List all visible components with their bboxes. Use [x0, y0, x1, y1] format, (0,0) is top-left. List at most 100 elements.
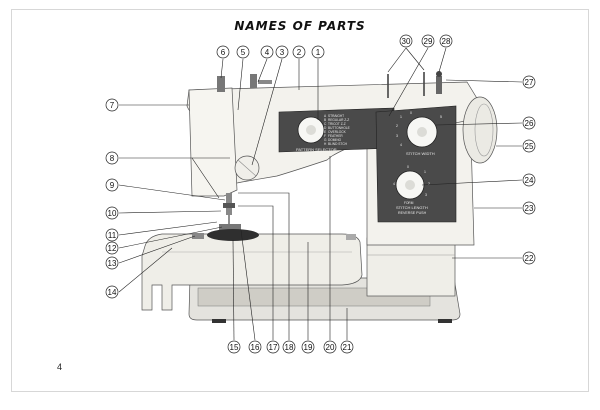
handwheel [462, 96, 498, 164]
tension-knob [250, 74, 257, 88]
svg-text:13: 13 [108, 259, 117, 268]
leader-lines [118, 47, 523, 341]
pattern-letter: D [324, 126, 327, 130]
svg-text:17: 17 [269, 343, 278, 352]
callout-18: 18 [282, 340, 296, 354]
width-dial-digit: 2 [396, 124, 398, 128]
svg-text:16: 16 [251, 343, 260, 352]
leader-10 [118, 210, 222, 214]
svg-text:30: 30 [402, 37, 411, 46]
svg-text:28: 28 [442, 37, 451, 46]
length-dial-digit: 4 [393, 182, 395, 186]
stitch-length-dial-hub [405, 180, 415, 190]
svg-text:2: 2 [297, 48, 302, 57]
pattern-selector-label: PATTERN SELECTOR [296, 147, 337, 152]
stitch-panel-text: STITCH WIDTH 0 1 2 3 4 5 0 1 2 3 4 FORM … [393, 111, 442, 215]
thread-guide-bar [258, 80, 272, 84]
leader-28 [438, 47, 447, 73]
pattern-letter: F [324, 134, 326, 138]
svg-text:20: 20 [326, 343, 335, 352]
callout-22: 22 [522, 251, 536, 265]
svg-text:14: 14 [108, 288, 117, 297]
svg-text:8: 8 [110, 154, 115, 163]
pattern-list-item: BUTTONHOLE [328, 126, 350, 130]
leader-30a [387, 47, 407, 73]
stitch-width-dial-hub [417, 127, 427, 137]
svg-text:12: 12 [108, 244, 117, 253]
svg-text:24: 24 [525, 176, 534, 185]
stitch-length-top-label: FORM [404, 201, 414, 205]
sewing-machine-illustration [141, 71, 498, 323]
tension-dial-mark [237, 159, 257, 177]
thread-guide-top [217, 76, 225, 92]
leader-13 [118, 235, 196, 264]
svg-text:26: 26 [525, 119, 534, 128]
pattern-list-item: OVERLOCK [328, 130, 347, 134]
callout-20: 20 [323, 340, 337, 354]
callout-10: 10 [105, 206, 119, 220]
callout-17: 17 [266, 340, 280, 354]
leader-27 [445, 79, 523, 83]
callout-6: 6 [216, 45, 230, 59]
length-dial-digit: 3 [425, 193, 427, 197]
leader-26 [435, 122, 523, 126]
leader-15 [232, 239, 235, 341]
leader-4 [257, 58, 268, 83]
svg-text:11: 11 [108, 231, 117, 240]
callout-11: 11 [105, 228, 119, 242]
width-dial-digit: 1 [400, 115, 402, 119]
pattern-list-item: STRAIGHT [328, 114, 344, 118]
pattern-letter: E [324, 130, 326, 134]
callout-2: 2 [292, 45, 306, 59]
needle-clamp [223, 203, 235, 208]
presser-foot [219, 224, 241, 230]
callout-1: 1 [311, 45, 325, 59]
pattern-list-item: TRICOT Z-Z [328, 122, 346, 126]
callout-29: 29 [421, 34, 435, 48]
pattern-letter: G [324, 138, 327, 142]
pattern-letter: H [324, 142, 327, 146]
foot-left [212, 319, 226, 323]
callout-3: 3 [275, 45, 289, 59]
length-dial-digit: 1 [424, 170, 426, 174]
svg-text:19: 19 [304, 343, 313, 352]
svg-text:7: 7 [110, 101, 115, 110]
callout-15: 15 [227, 340, 241, 354]
callouts: 1 2 3 4 5 6 7 8 9 10 11 12 13 14 15 16 1… [105, 34, 536, 354]
svg-text:23: 23 [525, 204, 534, 213]
foot-right [438, 319, 452, 323]
sewing-machine-diagram: STRAIGHT REGULAR Z-Z TRICOT Z-Z BUTTONHO… [105, 34, 536, 354]
pattern-selector-dial-hub [306, 125, 316, 135]
pattern-letter: B [324, 118, 326, 122]
machine-lower-case [366, 237, 456, 297]
callout-4: 4 [260, 45, 274, 59]
leader-17 [238, 205, 274, 340]
svg-text:21: 21 [343, 343, 352, 352]
callout-14: 14 [105, 285, 119, 299]
width-dial-digit: 4 [400, 143, 402, 147]
leader-6 [220, 58, 224, 79]
callout-26: 26 [522, 116, 536, 130]
svg-text:15: 15 [230, 343, 239, 352]
svg-text:18: 18 [285, 343, 294, 352]
pattern-letter: C [324, 122, 327, 126]
pattern-list-item: REGULAR Z-Z [328, 118, 349, 122]
leader-18 [238, 192, 290, 340]
callout-19: 19 [301, 340, 315, 354]
length-dial-digit: 2 [428, 182, 430, 186]
callout-27: 27 [522, 75, 536, 89]
svg-text:27: 27 [525, 78, 534, 87]
pattern-list-item: FEATHER [328, 134, 343, 138]
callout-5: 5 [236, 45, 250, 59]
leader-14 [118, 247, 173, 293]
bobbin-winder-top [436, 71, 442, 77]
callout-24: 24 [522, 173, 536, 187]
bed-latch [346, 234, 356, 240]
pattern-letter: A [324, 114, 327, 118]
page-title: NAMES OF PARTS [234, 19, 366, 33]
svg-text:3: 3 [280, 48, 285, 57]
leader-29 [388, 47, 429, 117]
callout-8: 8 [105, 151, 119, 165]
extension-table [141, 233, 363, 311]
leader-9 [118, 184, 226, 201]
